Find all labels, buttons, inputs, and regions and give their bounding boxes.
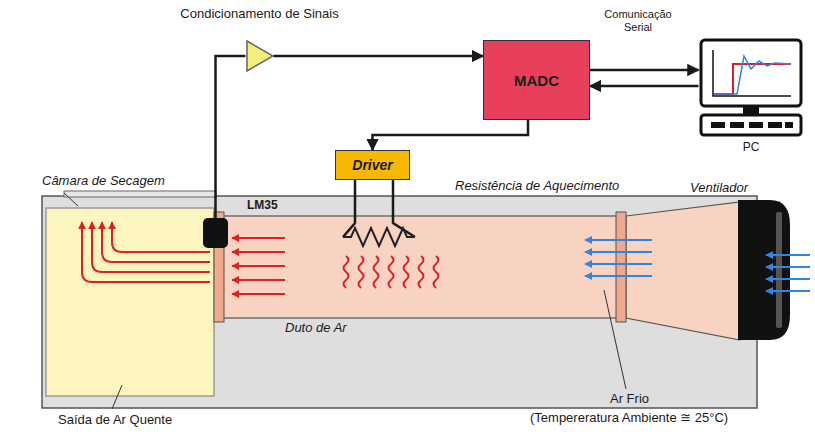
controller-box: MADC (483, 40, 590, 120)
heat-wave (359, 256, 364, 288)
heat-wave (434, 256, 439, 288)
chart-axes (713, 50, 791, 96)
cold-air-arrow (585, 275, 652, 277)
cold-air-arrow (766, 290, 810, 292)
part-label: Ar Frio (610, 391, 649, 407)
air-duct (218, 216, 620, 318)
node-label: Resistência de Aquecimento (455, 178, 673, 194)
part-label-box: (Tempereratura Ambiente ≅ 25°C) (530, 410, 728, 426)
node-label: LM35 (247, 198, 337, 212)
leader-line (112, 385, 122, 409)
node-label: MADC (514, 72, 559, 89)
keyboard-key (785, 122, 793, 128)
part-label: Câmara de Secagem (42, 173, 165, 189)
temperature-sensor: LM35 (203, 198, 293, 250)
leader-lines (64, 193, 626, 409)
monitor-stand (743, 106, 759, 114)
keyboard-key (730, 122, 744, 128)
computer-icon (699, 38, 804, 138)
cold-air-arrow (766, 278, 810, 280)
resistor-zigzag (343, 228, 415, 246)
cold-air-arrow (585, 251, 652, 253)
keyboard-key (768, 122, 782, 128)
part-label: Ventilador (690, 180, 748, 196)
duct-flange (616, 212, 626, 322)
cold-air-arrow (585, 239, 652, 241)
cold-air-arrows (585, 240, 810, 291)
hot-air-arrow (232, 279, 285, 281)
part-label-box: Ventilador (690, 180, 748, 196)
part-label-box: Saída de Ar Quente (58, 412, 172, 428)
keyboard-key (711, 122, 725, 128)
heat-waves (344, 256, 439, 288)
chamber-lid (64, 191, 216, 197)
amplifier-triangle (247, 41, 273, 71)
fan-body (738, 200, 790, 340)
part-label-box: Ar Frio (610, 391, 649, 407)
leader-line (64, 193, 78, 206)
driver-box: Driver (335, 150, 410, 180)
heat-wave (419, 256, 424, 288)
keyboard (701, 115, 801, 135)
sensor-body (203, 218, 228, 248)
signal-wire (590, 85, 699, 88)
fan-funnel (626, 202, 740, 340)
heating-resistor: Resistência de Aquecimento (343, 178, 673, 250)
hot-air-arrow (232, 265, 285, 267)
heat-wave (344, 256, 349, 288)
hot-air-flow (112, 222, 210, 252)
part-label-box: Câmara de Secagem (42, 173, 165, 189)
hot-air-arrow (232, 251, 285, 253)
part-label: Duto de Ar (285, 320, 347, 336)
edge-label-box: Comunicação Serial (598, 8, 678, 34)
hot-air-arrows (232, 238, 285, 294)
hot-air-flow (92, 222, 210, 272)
cold-air-arrow (585, 263, 652, 265)
hot-air-arrow (232, 293, 285, 295)
part-label-box: Duto de Ar (285, 320, 347, 336)
fan-detail (776, 212, 782, 328)
resistor-symbol (343, 226, 415, 248)
node-label: PC (696, 140, 806, 154)
heat-wave (404, 256, 409, 288)
signal-wire (216, 56, 246, 218)
pc-computer: PC (696, 38, 806, 154)
node-label: Driver (352, 157, 392, 173)
hot-air-arrow (232, 237, 285, 239)
hot-air-flow (82, 222, 210, 282)
amplifier-symbol (246, 40, 274, 72)
cold-air-arrow (766, 254, 810, 256)
signal-wire (274, 55, 484, 58)
hot-air-flow (102, 222, 210, 262)
keyboard-key (749, 122, 763, 128)
node-label: Condicionamento de Sinais (175, 6, 344, 22)
heat-wave (374, 256, 379, 288)
signal-conditioning-amplifier: Condicionamento de Sinais (175, 6, 344, 72)
heat-wave (389, 256, 394, 288)
signal-wire (590, 69, 699, 72)
part-label: Saída de Ar Quente (58, 412, 172, 428)
signal-wire (373, 120, 529, 150)
part-label: (Tempereratura Ambiente ≅ 25°C) (530, 410, 728, 426)
leader-line (604, 290, 626, 389)
response-line (714, 56, 791, 94)
drying-chamber (46, 208, 214, 396)
chamber-hot-air (82, 222, 210, 282)
monitor-frame (701, 40, 801, 106)
edge-label: Comunicação Serial (598, 8, 678, 34)
cold-air-arrow (766, 266, 810, 268)
